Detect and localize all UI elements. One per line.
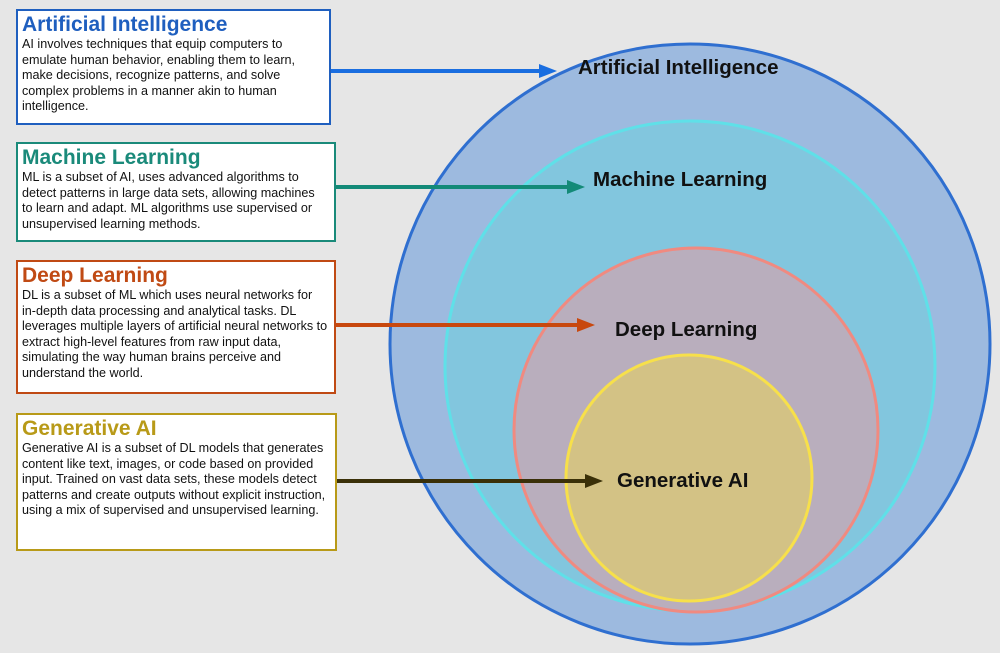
genai-arrowhead-icon	[585, 474, 603, 488]
ai-circle-label: Artificial Intelligence	[578, 56, 779, 79]
ml-description: ML is a subset of AI, uses advanced algo…	[22, 170, 315, 231]
dl-circle-label: Deep Learning	[615, 318, 758, 341]
dl-arrowhead-icon	[577, 318, 595, 332]
genai-info-box: Generative AI Generative AI is a subset …	[16, 413, 337, 551]
ml-circle-label: Machine Learning	[593, 168, 768, 191]
genai-circle-label: Generative AI	[617, 469, 749, 492]
ai-description: AI involves techniques that equip comput…	[22, 37, 296, 114]
genai-title: Generative AI	[22, 417, 157, 440]
ai-title: Artificial Intelligence	[22, 13, 228, 36]
ai-info-box: Artificial Intelligence AI involves tech…	[16, 9, 331, 125]
dl-info-box: Deep Learning DL is a subset of ML which…	[16, 260, 336, 394]
ai-arrowhead-icon	[539, 64, 557, 78]
dl-description: DL is a subset of ML which uses neural n…	[22, 288, 328, 380]
genai-circle	[564, 353, 814, 603]
ml-title: Machine Learning	[22, 146, 201, 169]
genai-description: Generative AI is a subset of DL models t…	[22, 441, 326, 518]
dl-title: Deep Learning	[22, 264, 168, 287]
ml-info-box: Machine Learning ML is a subset of AI, u…	[16, 142, 336, 242]
ml-arrowhead-icon	[567, 180, 585, 194]
